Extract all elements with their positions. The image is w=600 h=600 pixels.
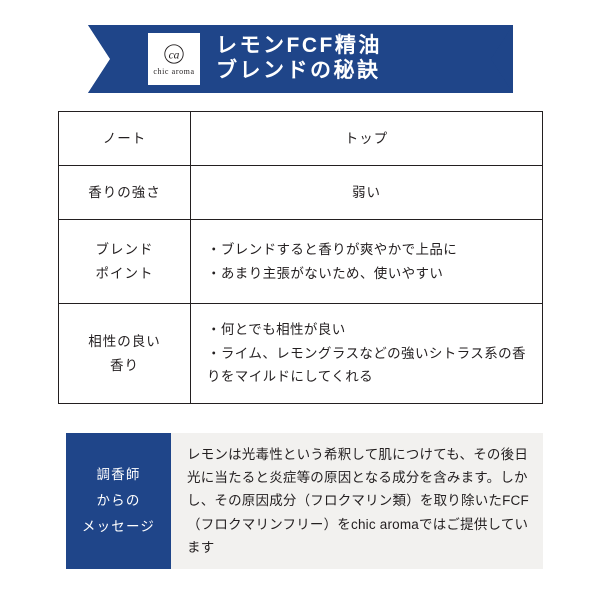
table-row: 香りの強さ 弱い bbox=[58, 165, 543, 220]
table-row-label: 相性の良い 香り bbox=[58, 303, 191, 404]
svg-text:ca: ca bbox=[169, 49, 180, 61]
table-row-label-text: ノート bbox=[102, 130, 147, 146]
table-row: ブレンド ポイント ・ブレンドすると香りが爽やかで上品に ・あまり主張がないため… bbox=[58, 219, 543, 304]
table-row-value-text: トップ bbox=[344, 130, 389, 146]
table-row-value: ・ブレンドすると香りが爽やかで上品に ・あまり主張がないため、使いやすい bbox=[190, 219, 543, 304]
table-row-value-text: 弱い bbox=[352, 184, 381, 200]
banner-title-line-2: ブレンドの秘訣 bbox=[216, 59, 381, 82]
table-row-label: ノート bbox=[58, 111, 191, 166]
table-row-value-text: ・何とでも相性が良い ・ライム、レモングラスなどの強いシトラス系の香りをマイルド… bbox=[207, 322, 526, 385]
table-row: 相性の良い 香り ・何とでも相性が良い ・ライム、レモングラスなどの強いシトラス… bbox=[58, 303, 543, 404]
table-row-value: トップ bbox=[190, 111, 543, 166]
table-row-label-text: 香りの強さ bbox=[88, 184, 161, 200]
table-row-label: 香りの強さ bbox=[58, 165, 191, 220]
perfumer-message-label-line-3: メッセージ bbox=[81, 519, 156, 535]
perfumer-message-label: 調香師 からの メッセージ bbox=[66, 433, 171, 570]
banner-content: ca chic aroma レモンFCF精油 ブレンドの秘訣 bbox=[88, 25, 513, 93]
table-row: ノート トップ bbox=[58, 111, 543, 166]
table-row-value: 弱い bbox=[190, 165, 543, 220]
brand-logo: ca chic aroma bbox=[148, 33, 200, 85]
chic-aroma-monogram-icon: ca bbox=[164, 44, 184, 64]
perfumer-message-body: レモンは光毒性という希釈して肌につけても、その後日光に当たると炎症等の原因となる… bbox=[187, 447, 529, 555]
brand-wordmark: chic aroma bbox=[153, 67, 195, 76]
table-row-value: ・何とでも相性が良い ・ライム、レモングラスなどの強いシトラス系の香りをマイルド… bbox=[190, 303, 543, 404]
banner-title-line-1: レモンFCF精油 bbox=[216, 34, 382, 58]
banner-title-group: レモンFCF精油 ブレンドの秘訣 bbox=[216, 34, 382, 84]
perfumer-message-label-line-1: 調香師 bbox=[96, 466, 141, 482]
perfumer-message-label-line-2: からの bbox=[96, 492, 141, 508]
table-row-label-text: ブレンド ポイント bbox=[95, 241, 154, 281]
product-spec-table: ノート トップ 香りの強さ 弱い ブレンド ポイント ・ブレンドすると香りが爽や… bbox=[58, 111, 543, 404]
header-banner: ca chic aroma レモンFCF精油 ブレンドの秘訣 bbox=[88, 25, 513, 93]
table-row-label: ブレンド ポイント bbox=[58, 219, 191, 304]
perfumer-message-block: 調香師 からの メッセージ レモンは光毒性という希釈して肌につけても、その後日光… bbox=[66, 433, 543, 570]
table-row-label-text: 相性の良い 香り bbox=[88, 333, 161, 373]
table-row-value-text: ・ブレンドすると香りが爽やかで上品に ・あまり主張がないため、使いやすい bbox=[207, 241, 458, 281]
